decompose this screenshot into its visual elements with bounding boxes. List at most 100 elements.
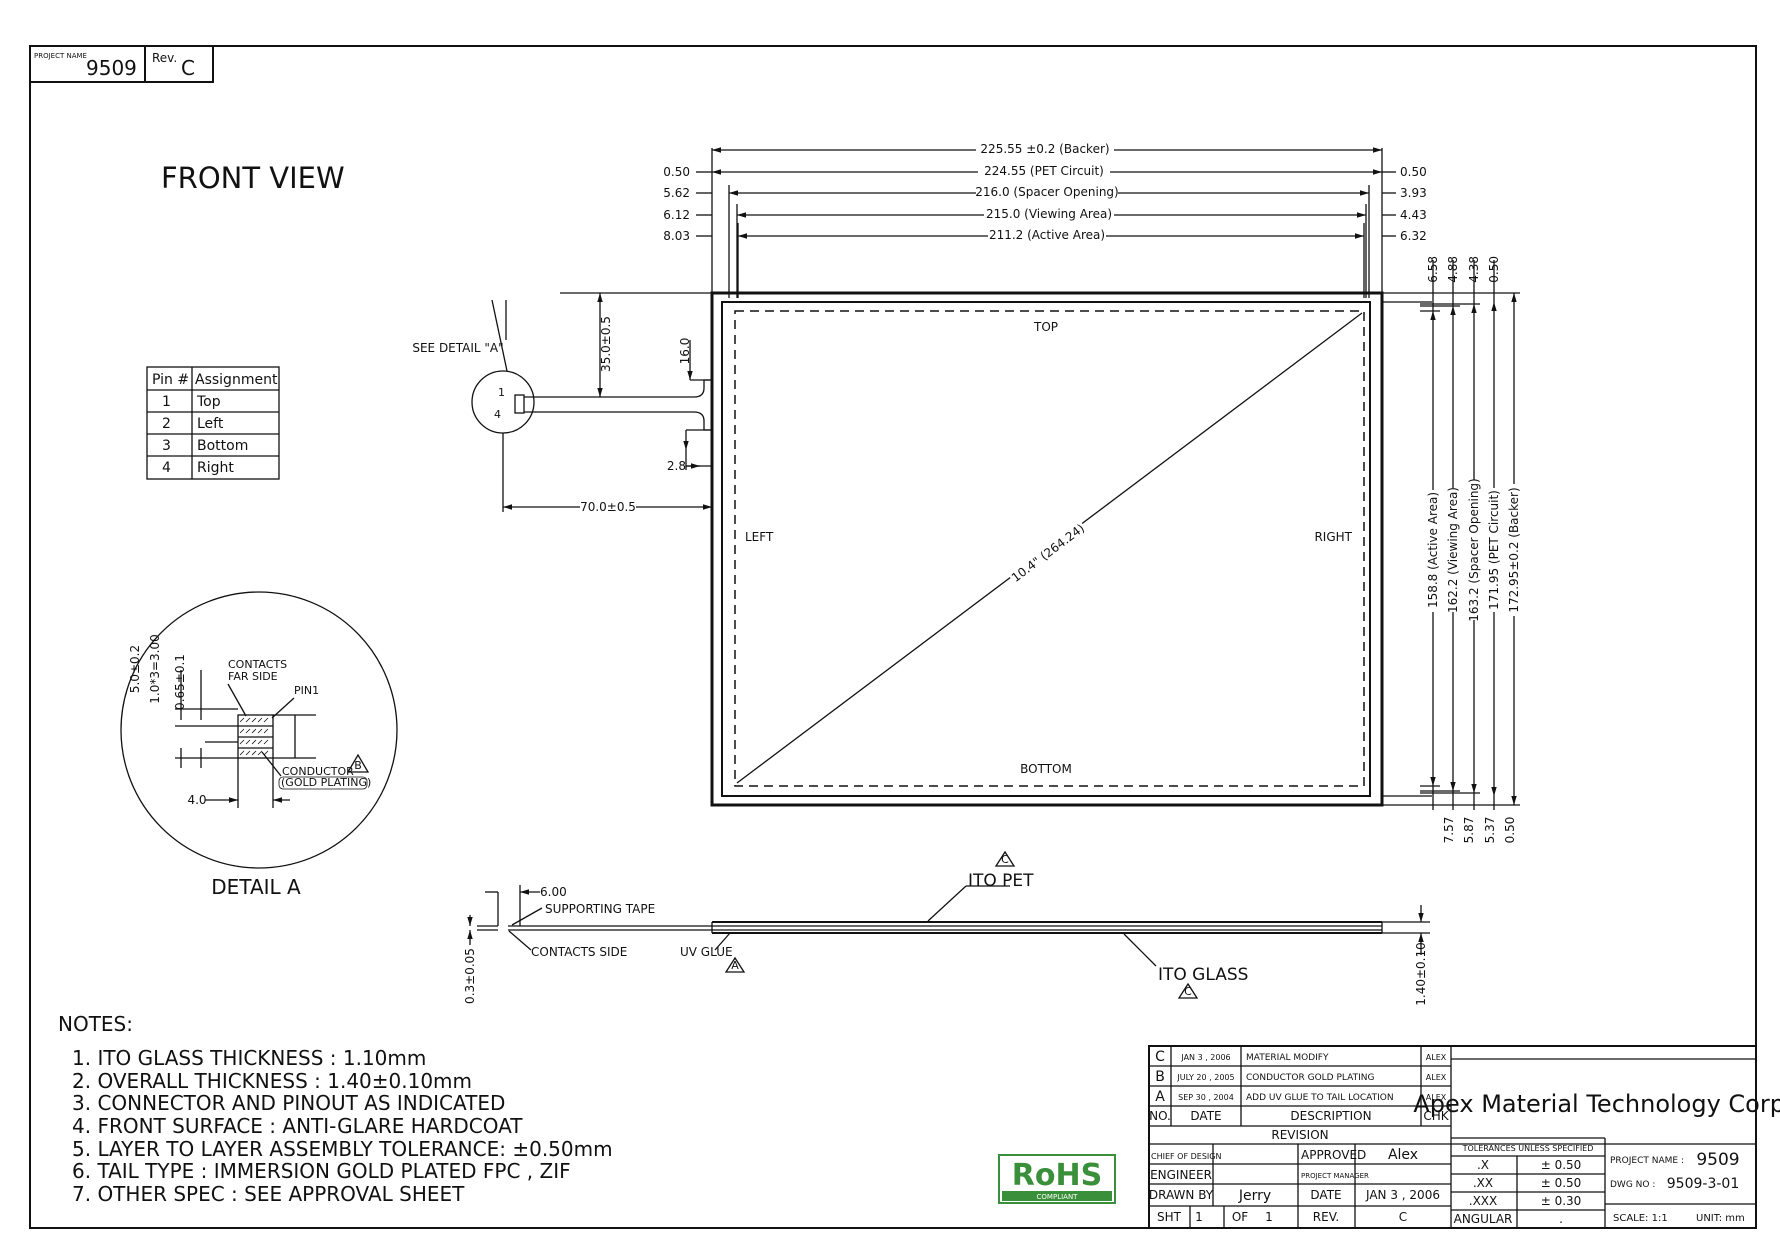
dim-backer-width: 225.55 ±0.2 (Backer)	[980, 142, 1109, 156]
chief-of-design-label: CHIEF OF DESIGN	[1151, 1152, 1221, 1161]
tolerance-value: .	[1559, 1212, 1563, 1226]
sheet-border	[29, 45, 1757, 1229]
dim-left-2: 5.62	[663, 186, 690, 200]
col-no: NO.	[1149, 1109, 1171, 1123]
title-block: C JAN 3 , 2006 MATERIAL MODIFY ALEX B JU…	[1148, 1045, 1780, 1229]
project-manager-label: PROJECT MANAGER	[1301, 1172, 1369, 1180]
rev-no: C	[1155, 1049, 1165, 1065]
rohs-logo: RoHS COMPLIANT	[998, 1154, 1116, 1204]
project-label: PROJECT NAME	[34, 52, 87, 60]
sheet-total: 1	[1265, 1210, 1273, 1224]
of-label: OF	[1232, 1210, 1248, 1224]
ito-pet-label: ITO PET	[968, 871, 1034, 891]
col-date: DATE	[1190, 1109, 1221, 1123]
rohs-sub: COMPLIANT	[1037, 1193, 1079, 1201]
note-item: 1. ITO GLASS THICKNESS : 1.10mm	[72, 1046, 426, 1070]
pin1-label: PIN1	[294, 684, 319, 697]
dim-top-offset-1: 6.58	[1426, 256, 1440, 283]
rev-date: JAN 3 , 2006	[1180, 1053, 1230, 1062]
panel-right-label: RIGHT	[1314, 530, 1352, 544]
tolerance-key: .XXX	[1469, 1194, 1497, 1208]
assignment-cell: Top	[196, 394, 221, 410]
tail-pin-4: 4	[494, 408, 501, 421]
rev-value-block: C	[1399, 1210, 1407, 1224]
dim-140: 1.40±0.10	[1414, 942, 1428, 1006]
note-item: 7. OTHER SPEC : SEE APPROVAL SHEET	[72, 1182, 465, 1206]
dim-pet-height: 171.95 (PET Circuit)	[1487, 490, 1501, 610]
panel-diagonal-label: 10.4" (264.24)	[1009, 521, 1087, 585]
dim-spacer-height: 163.2 (Spacer Opening)	[1467, 478, 1481, 621]
approved-by: Alex	[1388, 1147, 1418, 1163]
note-item: 5. LAYER TO LAYER ASSEMBLY TOLERANCE: ±0…	[72, 1137, 613, 1161]
assignment-cell: Right	[197, 460, 234, 476]
dim-active-width: 211.2 (Active Area)	[989, 228, 1105, 242]
detail-title: DETAIL A	[211, 875, 301, 899]
note-item: 3. CONNECTOR AND PINOUT AS INDICATED	[72, 1091, 505, 1115]
notes-title: NOTES:	[58, 1012, 133, 1036]
pin-table: Pin # Assignment 1 Top 2 Left 3 Bottom 4…	[146, 366, 280, 480]
dim-detail-pitch: 1.0*3=3.00	[148, 634, 162, 704]
revision-label: REVISION	[1271, 1128, 1328, 1142]
uv-glue-label: UV GLUE	[680, 945, 733, 959]
dim-right-2: 3.93	[1400, 186, 1427, 200]
sheet-number: 1	[1195, 1210, 1203, 1224]
pin-cell: 4	[162, 460, 171, 476]
dim-spacer-width: 216.0 (Spacer Opening)	[975, 185, 1118, 199]
notes: NOTES: 1. ITO GLASS THICKNESS : 1.10mm 2…	[58, 1012, 613, 1206]
ito-glass-label: ITO GLASS	[1158, 965, 1248, 985]
rohs-text: RoHS	[1012, 1158, 1102, 1193]
supporting-tape-label: SUPPORTING TAPE	[545, 902, 655, 916]
dwg-no: 9509-3-01	[1667, 1176, 1739, 1192]
project-name: 9509	[1696, 1150, 1739, 1170]
company-name: Apex Material Technology Corp.	[1413, 1090, 1780, 1118]
dim-viewing-width: 215.0 (Viewing Area)	[986, 207, 1112, 221]
engineer-label: ENGINEER	[1150, 1168, 1212, 1182]
dim-left-3: 6.12	[663, 208, 690, 222]
dim-backer-height: 172.95±0.2 (Backer)	[1507, 487, 1521, 612]
dim-top-offset-2: 4.88	[1446, 256, 1460, 283]
side-dimensions: 6.58 4.88 4.38 0.50 158.8 (Active Area) …	[1382, 256, 1522, 810]
dim-bottom-offset-2: 5.87	[1462, 817, 1476, 844]
panel-top-label: TOP	[1033, 320, 1058, 334]
dim-tail-length: 70.0±0.5	[580, 500, 636, 514]
rev-b-triangle: B	[354, 759, 362, 772]
header-box: PROJECT NAME 9509 Rev. C	[29, 45, 214, 83]
tolerance-key: .XX	[1473, 1176, 1493, 1190]
dim-right-4: 6.32	[1400, 229, 1427, 243]
dim-detail-40: 4.0	[187, 793, 206, 807]
rev-desc: CONDUCTOR GOLD PLATING	[1246, 1073, 1374, 1083]
scale-label: SCALE: 1:1	[1613, 1213, 1668, 1224]
note-item: 4. FRONT SURFACE : ANTI-GLARE HARDCOAT	[72, 1114, 523, 1138]
tolerance-key: ANGULAR	[1454, 1212, 1513, 1226]
tolerance-title: TOLERANCES UNLESS SPECIFIED	[1462, 1144, 1594, 1153]
tolerance-key: .X	[1477, 1158, 1489, 1172]
rev-chk: ALEX	[1426, 1073, 1447, 1082]
detail-a: 5.0±0.2 1.0*3=3.00 0.65±0.1 CONTACTS FAR…	[120, 591, 398, 899]
far-side-label: FAR SIDE	[228, 670, 278, 683]
dim-left-4: 8.03	[663, 229, 690, 243]
dwg-no-label: DWG NO :	[1610, 1180, 1655, 1190]
pin-header: Pin #	[152, 372, 189, 388]
approved-label: APPROVED	[1301, 1148, 1366, 1162]
drawn-by-label: DRAWN BY	[1149, 1188, 1214, 1202]
dim-top-offset-4: 0.50	[1487, 256, 1501, 283]
dim-right-1: 0.50	[1400, 165, 1427, 179]
tolerance-value: ± 0.50	[1541, 1158, 1582, 1172]
note-item: 6. TAIL TYPE : IMMERSION GOLD PLATED FPC…	[72, 1159, 571, 1183]
tail-pin-1: 1	[498, 386, 505, 399]
gold-plating-label: (GOLD PLATING)	[281, 776, 371, 789]
dim-600: 6.00	[540, 885, 567, 899]
rev-desc: MATERIAL MODIFY	[1246, 1053, 1329, 1063]
rev-c-triangle-pet: C	[1001, 853, 1009, 866]
note-item: 2. OVERALL THICKNESS : 1.40±0.10mm	[72, 1069, 472, 1093]
rev-chk: ALEX	[1426, 1093, 1447, 1102]
pin-cell: 1	[162, 394, 171, 410]
top-dimensions: 225.55 ±0.2 (Backer) 224.55 (PET Circuit…	[663, 141, 1427, 298]
rev-date: JULY 20 , 2005	[1176, 1073, 1234, 1082]
contacts-side-label: CONTACTS SIDE	[531, 945, 627, 959]
bottom-offset-labels: 7.57 5.87 5.37 0.50	[1442, 817, 1517, 844]
conductor-label: CONDUCTOR	[282, 765, 354, 778]
sheet-label: SHT	[1157, 1210, 1182, 1224]
unit-label: UNIT: mm	[1696, 1213, 1745, 1224]
